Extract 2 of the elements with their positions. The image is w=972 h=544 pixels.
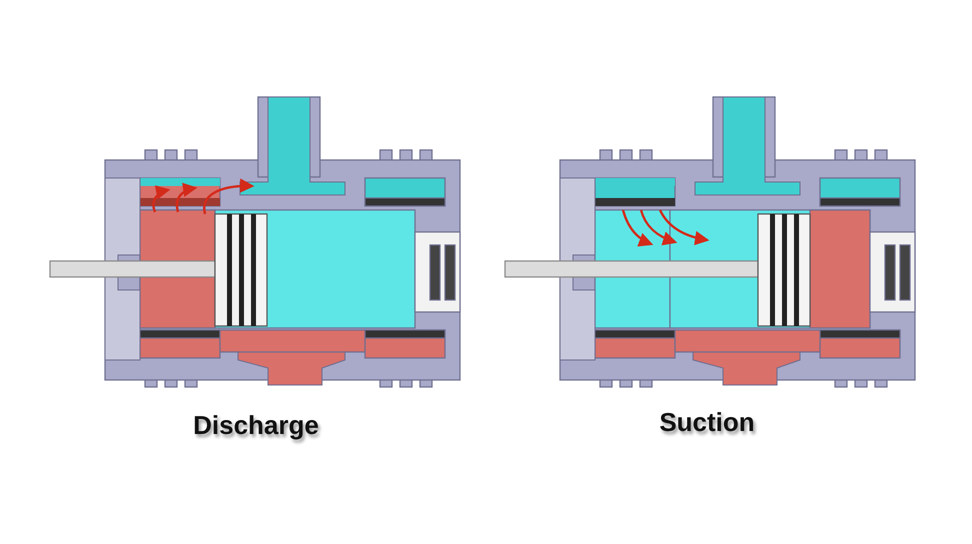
caption-label: Discharge bbox=[193, 410, 319, 441]
caption-label: Suction bbox=[659, 407, 755, 438]
